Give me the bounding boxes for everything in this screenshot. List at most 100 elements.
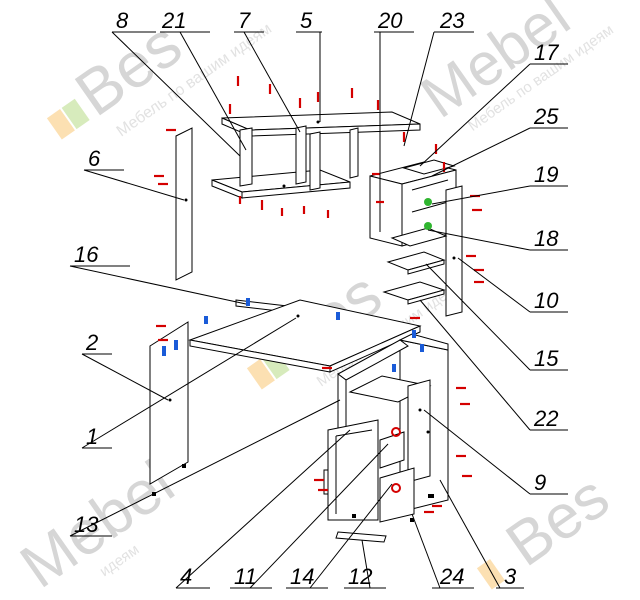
hole (418, 408, 422, 412)
shelf-a-edge (407, 259, 445, 275)
callout-16: 16 (74, 242, 99, 267)
callout-6: 6 (88, 146, 101, 171)
callout-22: 22 (533, 406, 558, 431)
hole (316, 120, 320, 124)
leader-16 (69, 265, 247, 305)
leader-18 (427, 229, 531, 251)
leader-15 (425, 263, 531, 371)
watermark-brand-bottom-right: Bes (494, 462, 621, 580)
leader-23 (403, 31, 435, 147)
part-11-drawer (379, 431, 405, 469)
leader-24 (411, 513, 441, 589)
blue-fastener (392, 364, 396, 372)
part-7b-partition (309, 131, 321, 191)
blue-fastener (174, 340, 178, 350)
hole (452, 256, 456, 260)
logo-orange-bar-center (246, 359, 275, 390)
part-18-shelf (390, 227, 448, 247)
part-11-drawer-lower (379, 467, 415, 523)
callout-19: 19 (534, 162, 558, 187)
callout-20: 20 (377, 8, 403, 33)
callout-7: 7 (238, 8, 251, 33)
leader-12 (361, 539, 371, 589)
red-hinge-fastener (391, 483, 401, 493)
blue-fastener (420, 344, 424, 352)
callout-25: 25 (533, 104, 559, 129)
hole (168, 398, 172, 402)
right-shelf-tower (369, 159, 463, 317)
callout-3: 3 (504, 564, 517, 589)
blue-fastener (246, 298, 250, 306)
callout-12: 12 (348, 564, 372, 589)
leg-hole (352, 514, 356, 518)
leader-6 (83, 169, 185, 201)
leader-3 (439, 479, 501, 589)
hole (296, 314, 300, 318)
part-12-plinth (335, 531, 387, 543)
watermark-layer: Bes Мебель по вашим идеям Mebel Мебель п… (8, 0, 621, 600)
callout-13: 13 (74, 512, 99, 537)
leader-22 (419, 299, 531, 431)
callout-23: 23 (439, 8, 465, 33)
leader-25 (431, 127, 531, 177)
desktop-assembly (188, 298, 422, 373)
callout-15: 15 (534, 346, 559, 371)
callout-labels: 8 21 7 5 20 23 17 25 6 19 18 16 10 2 15 … (74, 8, 559, 589)
leader-7 (243, 31, 301, 133)
leg-hole (428, 494, 434, 498)
cabinet-inner-shelf (411, 179, 449, 191)
leader-21 (179, 31, 247, 151)
blue-fastener (204, 316, 208, 324)
leader-14 (309, 483, 393, 589)
blue-fastener (412, 330, 416, 338)
part-19-green-fastener (424, 222, 432, 230)
pedestal-assembly (323, 330, 449, 543)
callout-18: 18 (534, 226, 559, 251)
part-6-panel (175, 127, 193, 281)
callout-11: 11 (234, 564, 257, 589)
callout-14: 14 (290, 564, 314, 589)
hole (184, 198, 188, 202)
callout-1: 1 (86, 424, 98, 449)
part-8-side-edge (211, 179, 243, 199)
part-back-partition (349, 127, 359, 179)
leader-lines (69, 31, 568, 589)
callout-10: 10 (534, 288, 559, 313)
callout-5: 5 (300, 8, 313, 33)
leader-8 (111, 31, 241, 157)
part-cabinet-side (369, 175, 403, 247)
blue-fastener (336, 312, 340, 320)
callout-9: 9 (534, 470, 546, 495)
logo-green-bar (61, 98, 90, 130)
red-hinge-fastener (391, 427, 401, 437)
callout-4: 4 (180, 564, 192, 589)
callout-24: 24 (439, 564, 464, 589)
leader-10 (457, 257, 531, 313)
leader-19 (431, 185, 531, 205)
part-9-back (407, 379, 431, 483)
hole (282, 184, 286, 188)
leg-hole (182, 464, 186, 468)
door-handle (323, 469, 329, 495)
red-fasteners (154, 76, 484, 514)
logo-orange-bar-br (476, 559, 505, 590)
door-inner-line (335, 429, 373, 437)
leader-17 (419, 63, 531, 167)
cabinet-inner-shelf-2 (411, 201, 449, 213)
leader-9 (423, 409, 531, 495)
part-7-partition (295, 125, 307, 185)
hole (426, 430, 430, 434)
leg-hole (410, 518, 414, 522)
side-panel-6 (175, 127, 193, 281)
leader-2 (81, 353, 169, 401)
callout-8: 8 (116, 8, 129, 33)
leader-4 (175, 429, 351, 589)
leader-11 (249, 443, 389, 589)
leader-13 (69, 399, 341, 537)
callout-17: 17 (534, 40, 559, 65)
part-19-green-fastener (424, 198, 432, 206)
leader-1 (81, 317, 297, 449)
callout-2: 2 (85, 330, 98, 355)
part-2-panel (149, 321, 189, 485)
